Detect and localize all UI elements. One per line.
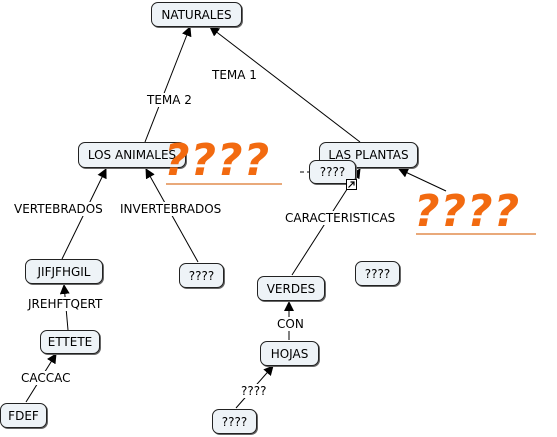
annotation-underline-right <box>416 233 536 235</box>
label-tema-2: TEMA 2 <box>145 93 194 107</box>
edge-animales-naturales <box>144 26 192 143</box>
edge-qright-plantas <box>398 168 447 192</box>
label-jrehftqert: JREHFTQERT <box>26 297 105 311</box>
annotation-big-question-left: ???? <box>164 135 271 186</box>
annotation-big-question-right: ???? <box>414 186 521 237</box>
node-hojas[interactable]: HOJAS <box>260 341 319 366</box>
node-los-animales[interactable]: LOS ANIMALES <box>78 142 186 168</box>
node-question-invertebrados[interactable]: ???? <box>179 263 224 288</box>
label-question-link: ???? <box>239 384 269 398</box>
label-caccac: CACCAC <box>19 371 73 385</box>
label-caracteristicas: CARACTERISTICAS <box>283 211 398 225</box>
node-fdef[interactable]: FDEF <box>0 403 47 428</box>
node-question-plantas[interactable]: ???? <box>309 160 356 184</box>
node-verdes[interactable]: VERDES <box>257 276 325 301</box>
node-jifjfhgil[interactable]: JIFJFHGIL <box>25 259 103 284</box>
node-ettete[interactable]: ETTETE <box>40 330 100 354</box>
edge-plantas-naturales <box>209 26 361 143</box>
label-con: CON <box>275 317 306 331</box>
label-vertebrados: VERTEBRADOS <box>12 202 105 216</box>
node-question-right[interactable]: ???? <box>355 261 400 286</box>
link-icon[interactable] <box>346 179 357 190</box>
node-naturales[interactable]: NATURALES <box>151 2 242 27</box>
label-invertebrados: INVERTEBRADOS <box>118 202 224 216</box>
label-tema-1: TEMA 1 <box>210 68 259 82</box>
annotation-underline-left <box>166 183 282 185</box>
node-question-bottom[interactable]: ???? <box>212 409 257 434</box>
